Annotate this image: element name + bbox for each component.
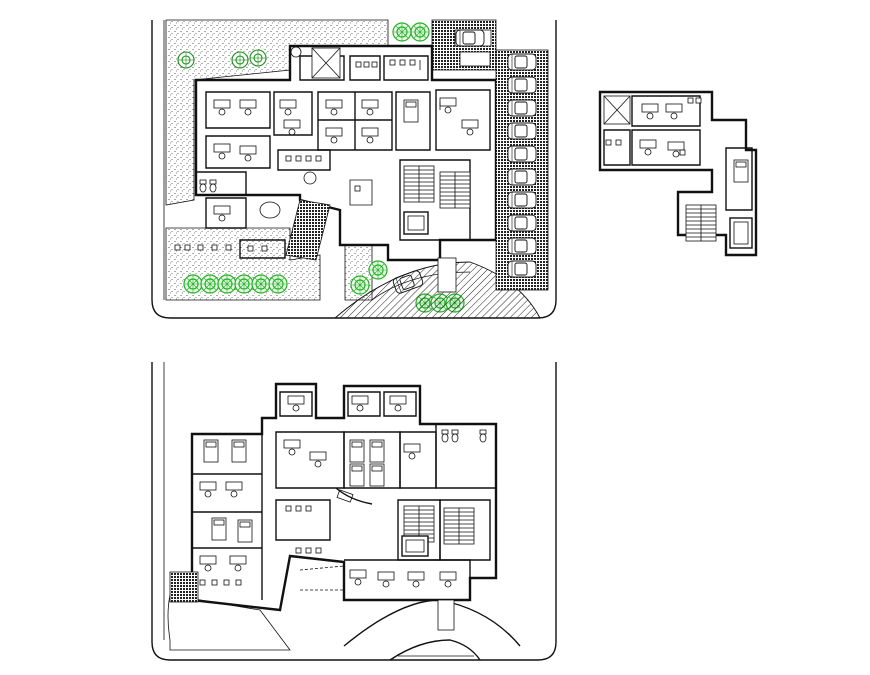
staircase-icon	[443, 507, 475, 545]
entrance-approach	[343, 599, 521, 647]
parking-lot	[455, 29, 549, 291]
site-boundary-lower	[151, 362, 557, 661]
entrance-ramp	[333, 261, 541, 319]
garden-hatch	[169, 571, 199, 603]
first-floor-plan	[151, 362, 557, 661]
staircase-icon	[403, 165, 435, 203]
furniture-first	[199, 395, 487, 588]
staircase-icon	[685, 204, 717, 242]
upper-floor-outline	[598, 90, 758, 257]
staircase-icon	[439, 171, 471, 209]
first-floor-partitions	[192, 391, 497, 600]
upper-floor-plan	[598, 90, 758, 257]
entrance-wedge	[285, 199, 331, 261]
furniture-ground	[174, 46, 479, 259]
tree-icon	[410, 22, 430, 42]
tree-icon	[368, 260, 388, 280]
ground-floor-site-plan	[151, 19, 557, 319]
tree-icon	[392, 22, 412, 42]
tree-icon	[177, 51, 195, 69]
tree-icon	[231, 51, 249, 69]
tree-icon	[350, 275, 370, 295]
first-floor-outline	[190, 382, 498, 612]
tree-icon	[249, 49, 267, 67]
